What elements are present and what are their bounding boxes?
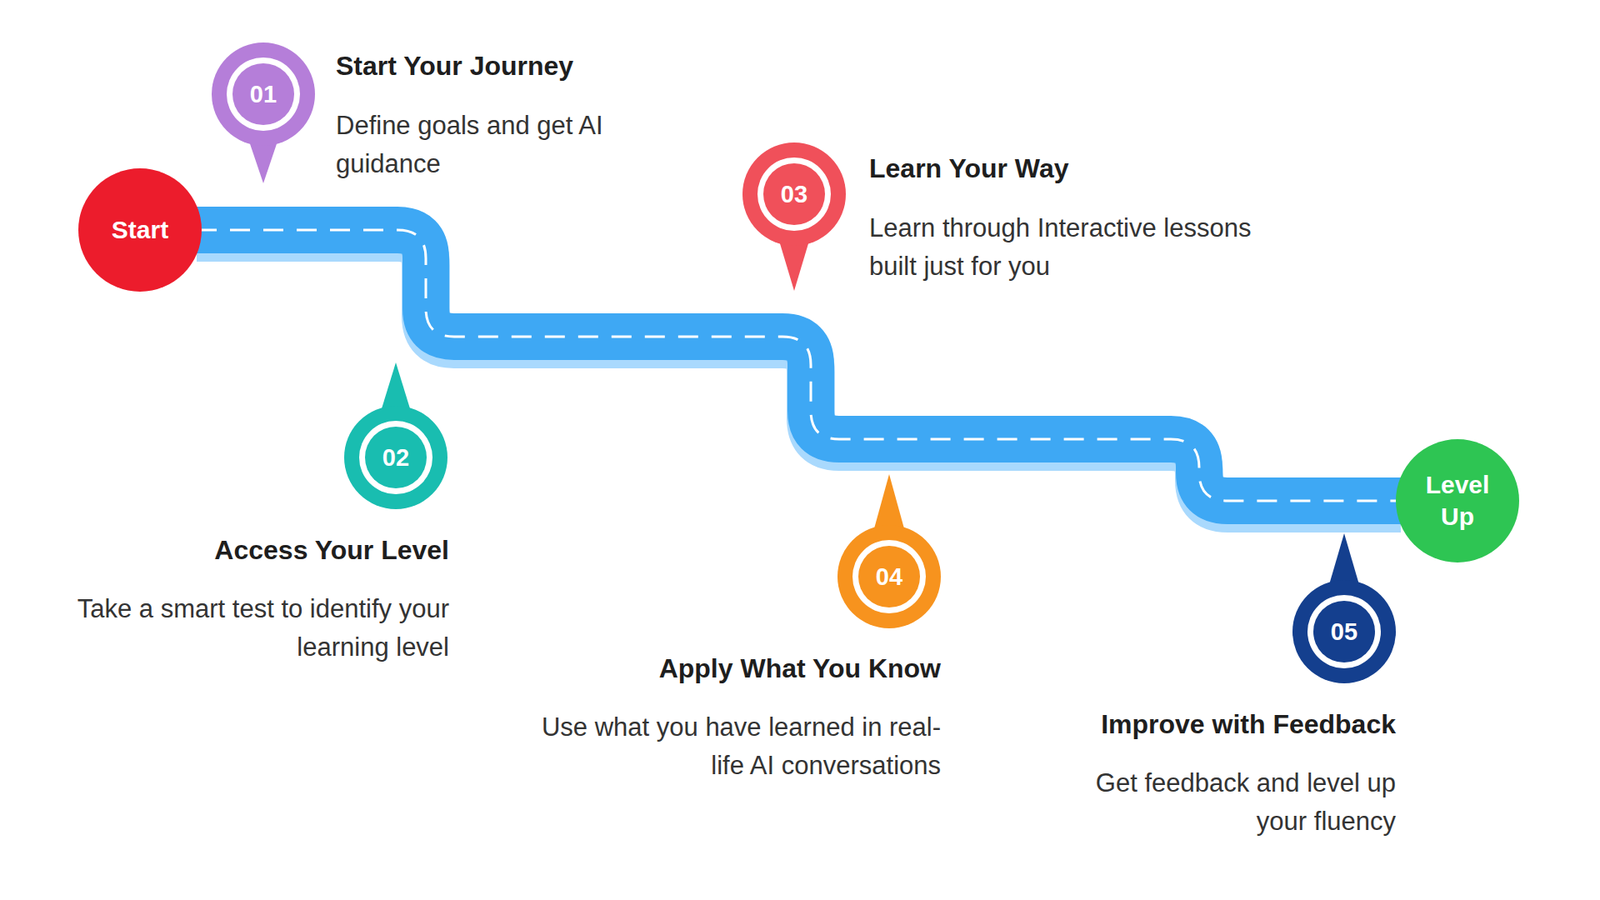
callout-number: 02 — [342, 442, 450, 473]
finish-circle: Level Up — [1395, 439, 1520, 563]
step-marker: 04Apply What You KnowUse what you have l… — [835, 474, 943, 630]
step-heading: Access Your Level — [214, 534, 450, 566]
step-heading: Learn Your Way — [869, 152, 1069, 185]
circle-label: Level Up — [1407, 469, 1508, 533]
callout-number: 01 — [210, 79, 317, 110]
start-circle: Start — [78, 168, 202, 292]
step-heading: Start Your Journey — [335, 50, 574, 82]
map-pin — [835, 474, 943, 630]
map-pin — [342, 362, 450, 511]
step-description: Use what you have learned in real-life A… — [520, 708, 941, 785]
step-marker: 05Improve with FeedbackGet feedback and … — [1290, 533, 1398, 685]
step-marker: 02Access Your LevelTake a smart test to … — [342, 362, 450, 511]
step-marker: 01Start Your JourneyDefine goals and get… — [210, 40, 317, 184]
callout-number: 03 — [740, 179, 848, 210]
step-description: Define goals and get AI guidance — [335, 106, 620, 184]
callout-number: 04 — [835, 561, 943, 592]
map-pin — [1290, 533, 1398, 685]
circle-label: Start — [81, 214, 199, 246]
step-description: Take a smart test to identify your learn… — [32, 590, 450, 667]
step-description: Learn through Interactive lessons built … — [869, 209, 1261, 286]
step-heading: Improve with Feedback — [1100, 708, 1396, 740]
callout-number: 05 — [1290, 616, 1398, 647]
step-description: Get feedback and level up your fluency — [1079, 764, 1396, 841]
step-marker: 03Learn Your WayLearn through Interactiv… — [740, 140, 848, 291]
map-pin — [740, 140, 848, 291]
map-pin — [210, 40, 317, 184]
step-heading: Apply What You Know — [659, 652, 941, 685]
